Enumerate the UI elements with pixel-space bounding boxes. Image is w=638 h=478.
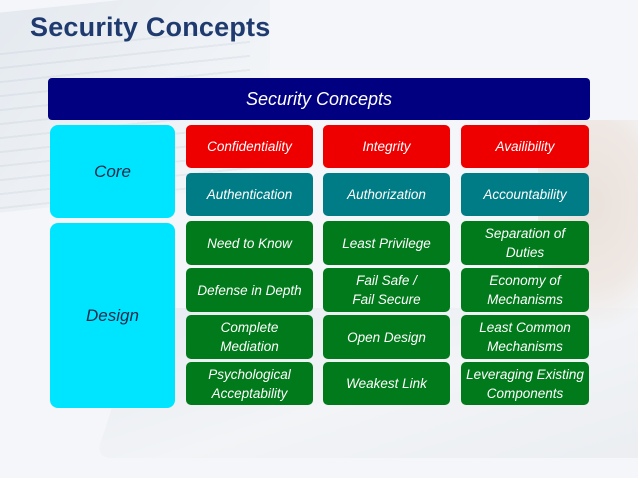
concept-integrity: Integrity <box>323 125 450 168</box>
concept-defense-in-depth: Defense in Depth <box>186 268 313 312</box>
concept-need-to-know: Need to Know <box>186 221 313 265</box>
diagram-banner: Security Concepts <box>48 78 590 120</box>
concept-least-privilege: Least Privilege <box>323 221 450 265</box>
concept-fail-safe-fail-secure: Fail Safe / Fail Secure <box>323 268 450 312</box>
concept-complete-mediation: Complete Mediation <box>186 315 313 359</box>
concept-separation-of-duties: Separation of Duties <box>461 221 589 265</box>
concept-weakest-link: Weakest Link <box>323 362 450 405</box>
concept-open-design: Open Design <box>323 315 450 359</box>
concept-economy-of-mechanisms: Economy of Mechanisms <box>461 268 589 312</box>
concept-psychological-acceptability: Psychological Acceptability <box>186 362 313 405</box>
core-label: Core <box>50 125 175 218</box>
concept-authentication: Authentication <box>186 173 313 216</box>
concept-confidentiality: Confidentiality <box>186 125 313 168</box>
design-label: Design <box>50 223 175 408</box>
concept-leveraging-existing-components: Leveraging Existing Components <box>461 362 589 405</box>
concept-accountability: Accountability <box>461 173 589 216</box>
concept-least-common-mechanisms: Least Common Mechanisms <box>461 315 589 359</box>
concept-authorization: Authorization <box>323 173 450 216</box>
concept-availibility: Availibility <box>461 125 589 168</box>
page-title: Security Concepts <box>30 12 271 42</box>
